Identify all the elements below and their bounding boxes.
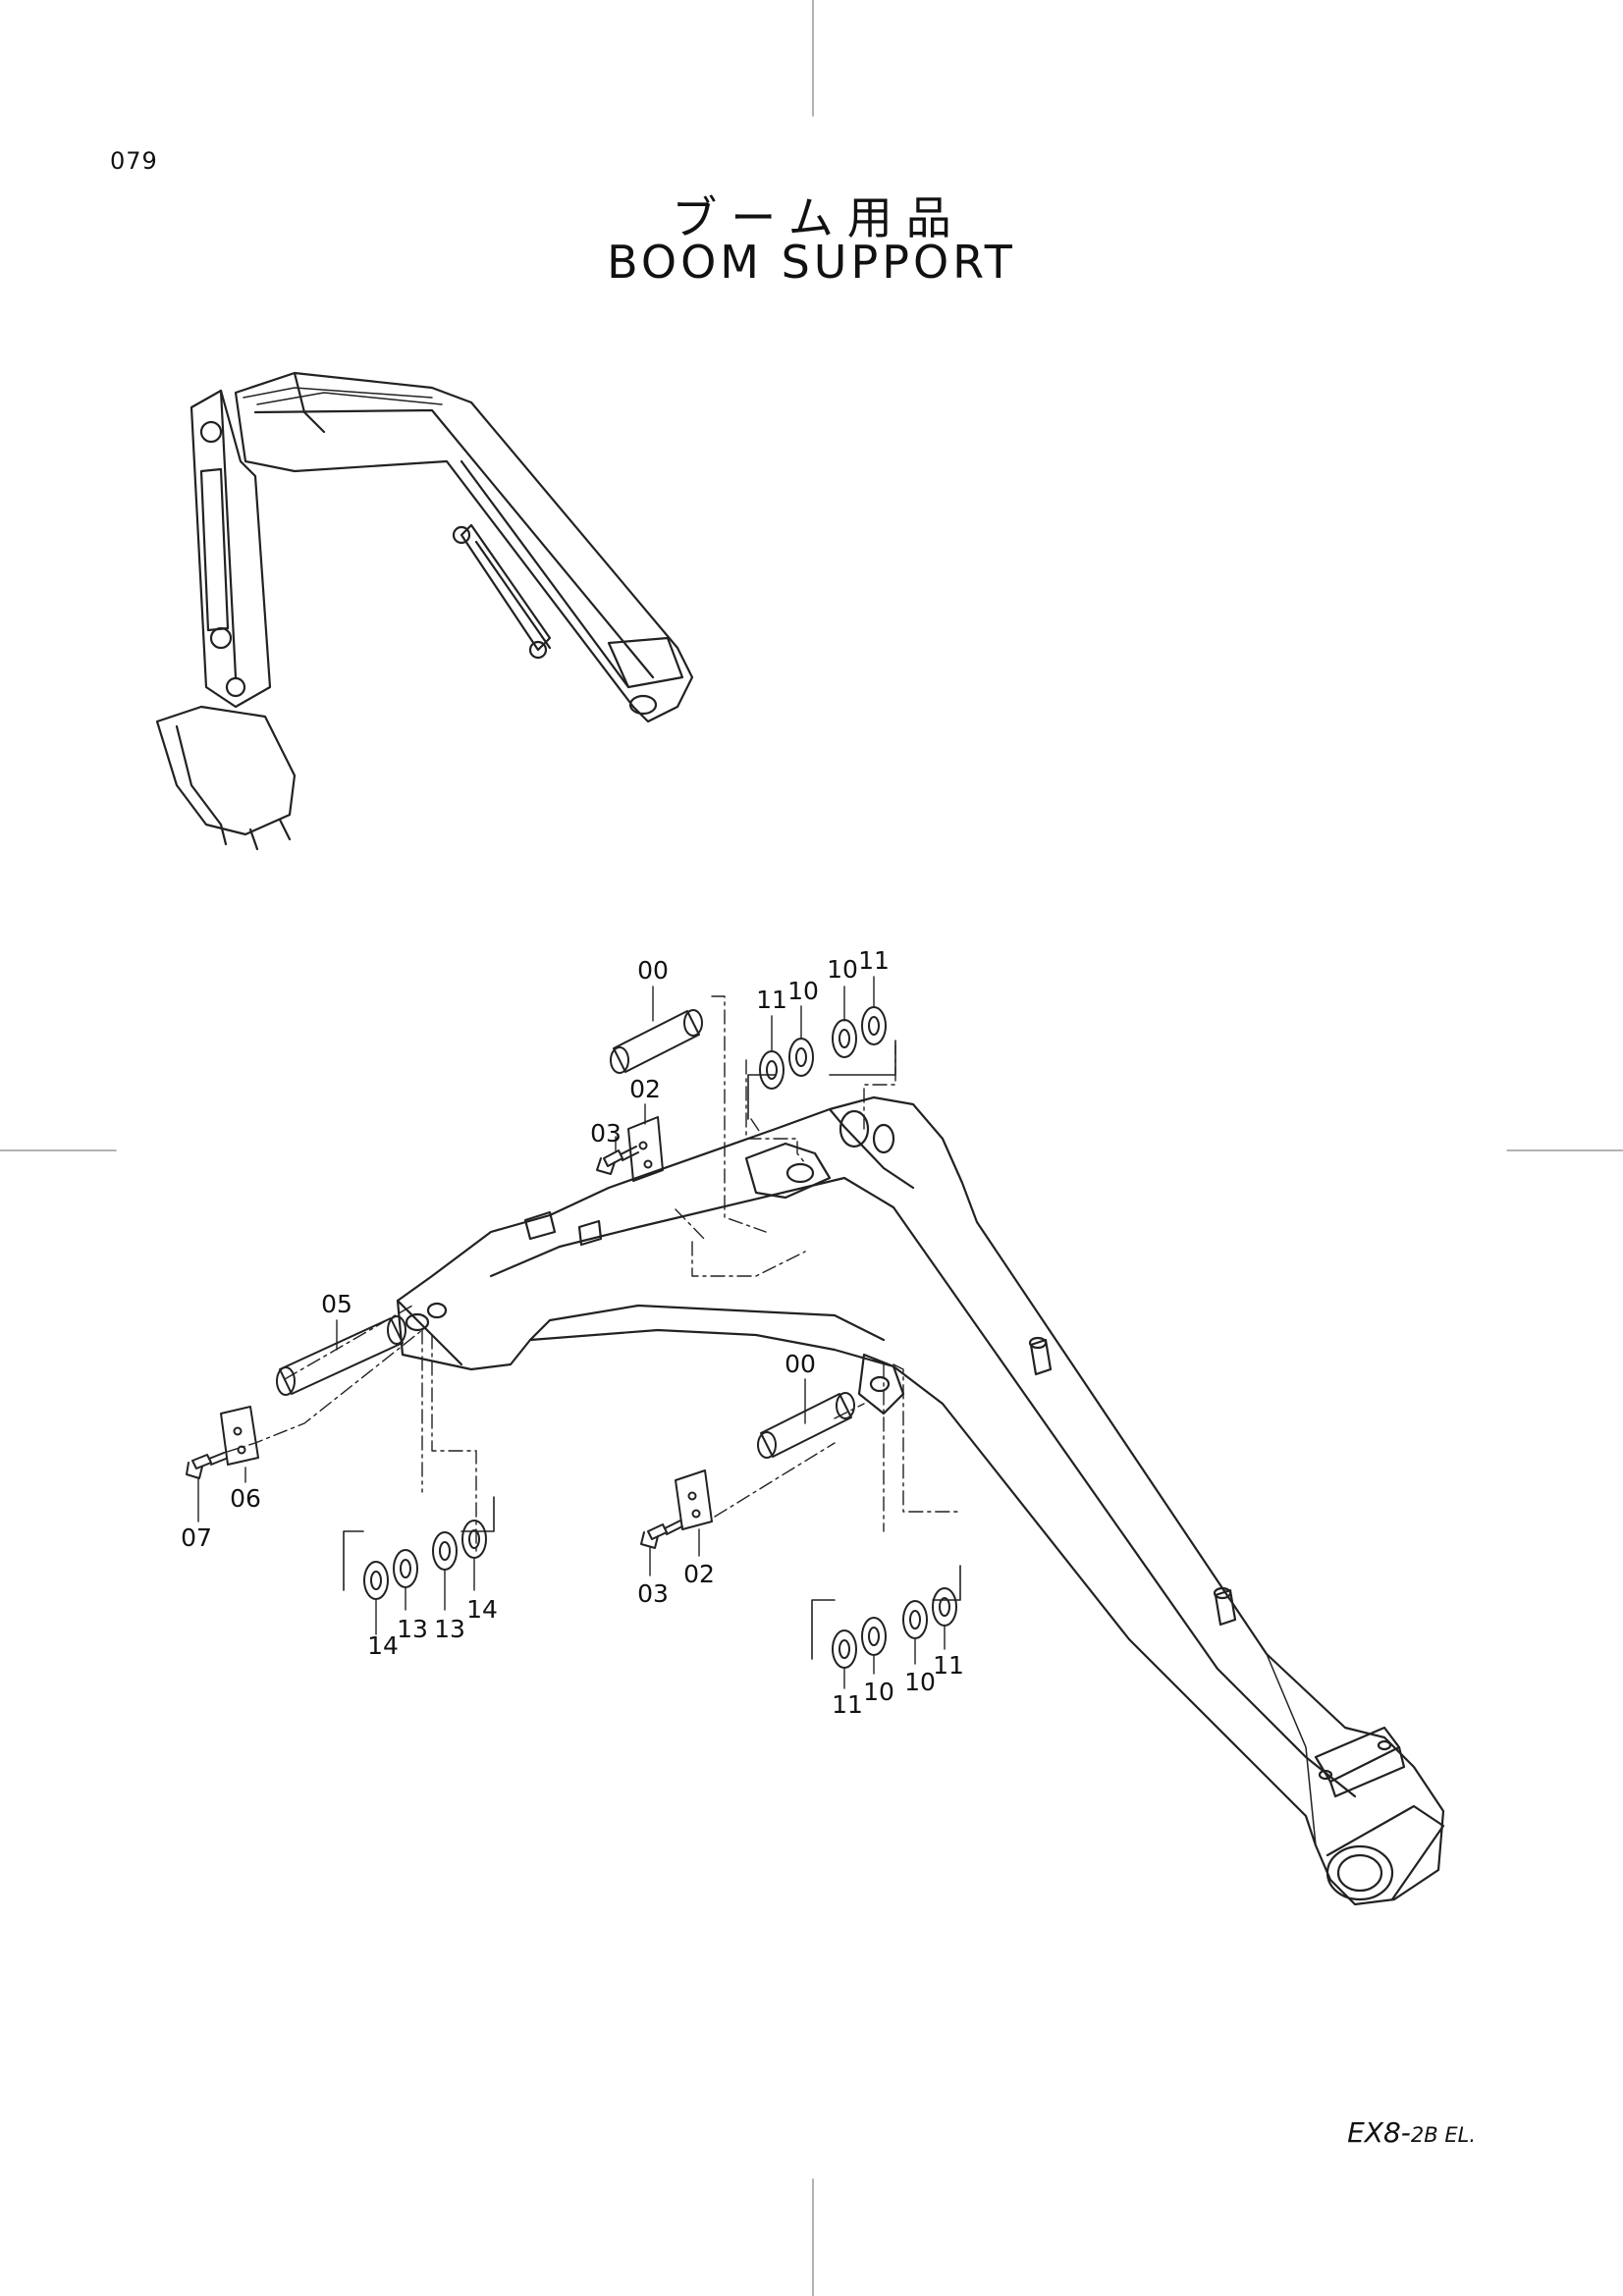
plate-part-02-mid	[675, 1469, 713, 1530]
callout-bolt-top: 03	[590, 1119, 622, 1148]
callout-labels: 00 11 10 10 11 02 03 05 06 07 14 13 13 1…	[181, 946, 964, 1719]
plate-part-02-top	[627, 1116, 664, 1182]
callout-leaders	[197, 976, 946, 1689]
callout-mid-washer-1: 11	[832, 1690, 863, 1719]
model-code: EX8-2B EL.	[1347, 2116, 1476, 2149]
title-japanese: ブーム用品	[672, 191, 965, 244]
pin-part-00-top	[610, 1009, 703, 1074]
callout-top-washer-b1: 10	[827, 955, 858, 984]
callout-left-washer-1: 14	[367, 1631, 399, 1660]
excavator-overview-illustration	[155, 371, 694, 851]
boom-main-drawing	[396, 1095, 1445, 1906]
washers-left	[363, 1520, 487, 1600]
callout-left-washer-4: 14	[466, 1595, 498, 1624]
callout-top-washer-b2: 11	[858, 946, 890, 975]
callout-pin-mid: 00	[784, 1350, 816, 1378]
callout-mid-washer-3: 10	[904, 1668, 936, 1696]
plate-part-06-left	[220, 1406, 259, 1466]
model-suffix: 2B EL.	[1410, 2123, 1476, 2147]
washers-top	[759, 1006, 887, 1090]
callout-plate-left: 06	[230, 1484, 261, 1513]
pin-part-05-left	[276, 1315, 406, 1396]
callout-plate-mid: 02	[683, 1560, 715, 1588]
assembly-leader-lines	[223, 995, 958, 1557]
bolt-part-03-mid	[640, 1520, 683, 1549]
callout-top-washer-a2: 10	[787, 977, 819, 1005]
pin-part-00-mid	[757, 1392, 855, 1459]
model-name: EX8-	[1347, 2116, 1411, 2149]
callout-pin-left: 05	[321, 1290, 352, 1318]
callout-mid-washer-4: 11	[933, 1651, 964, 1680]
callout-top-washer-a1: 11	[756, 986, 787, 1014]
bolt-part-07-left	[186, 1452, 227, 1479]
callout-bolt-left: 07	[181, 1523, 212, 1552]
title-english: BOOM SUPPORT	[607, 236, 1016, 289]
callout-left-washer-3: 13	[434, 1615, 465, 1643]
callout-bolt-mid: 03	[637, 1579, 669, 1608]
callout-plate-top: 02	[629, 1075, 661, 1103]
callout-mid-washer-2: 10	[863, 1678, 894, 1706]
bolt-part-03-top	[596, 1146, 639, 1175]
callout-pin-top: 00	[637, 956, 669, 985]
page-number: 079	[110, 147, 158, 175]
callout-left-washer-2: 13	[397, 1615, 428, 1643]
